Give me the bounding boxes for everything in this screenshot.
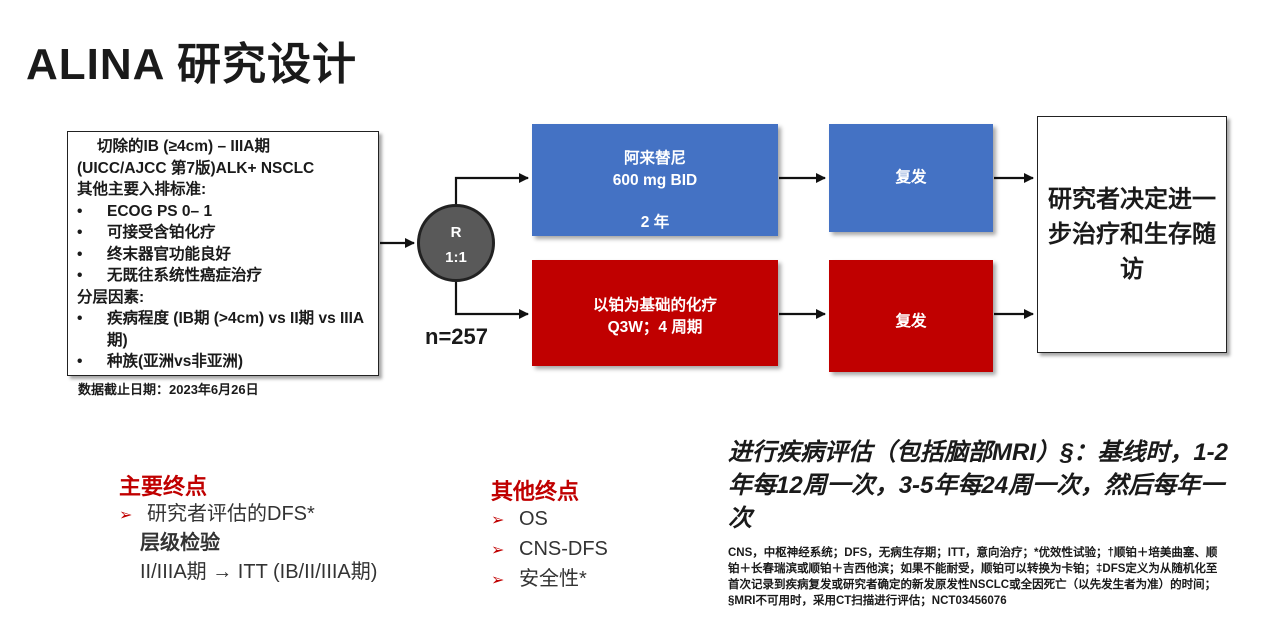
list-item: ➢ 安全性* bbox=[491, 565, 608, 595]
list-item: 疾病程度 (IB期 (>4cm) vs II期 vs IIIA期) bbox=[77, 308, 370, 351]
arrow-bullet-icon: ➢ bbox=[491, 572, 505, 589]
endpoint-text: OS bbox=[519, 508, 548, 530]
eligibility-box: 切除的IB (≥4cm) – IIIA期 (UICC/AJCC 第7版)ALK+… bbox=[67, 131, 379, 376]
arm1-followup: 复发 bbox=[829, 124, 993, 232]
hierarchical-test-text: II/IIIA期 → ITT (IB/II/IIIA期) bbox=[140, 561, 378, 583]
arm1-dose: 600 mg BID bbox=[612, 172, 698, 189]
arrow-to-arm1 bbox=[454, 173, 529, 204]
arm1-drug: 阿来替尼 bbox=[623, 150, 686, 167]
arm2-drug: 以铂为基础的化疗 bbox=[592, 297, 717, 314]
arm-chemotherapy: 以铂为基础的化疗 Q3W；4 周期 bbox=[532, 260, 778, 366]
arm2-schedule: Q3W；4 周期 bbox=[607, 319, 703, 336]
arrow-bullet-icon: ➢ bbox=[119, 507, 133, 524]
population-staging: (UICC/AJCC 第7版)ALK+ NSCLC bbox=[77, 159, 315, 177]
other-endpoints-list: ➢ OS ➢ CNS-DFS ➢ 安全性* bbox=[491, 505, 608, 595]
list-item: 种族(亚洲vs非亚洲) bbox=[77, 351, 370, 373]
list-item: ➢ CNS-DFS bbox=[491, 535, 608, 565]
data-cutoff-note: 数据截止日期：2023年6月26日 bbox=[78, 382, 259, 397]
arm2-followup: 复发 bbox=[829, 260, 993, 372]
other-endpoints-heading: 其他终点 bbox=[491, 479, 580, 504]
arm1-duration: 2 年 bbox=[640, 214, 670, 231]
primary-endpoint-heading: 主要终点 bbox=[119, 474, 208, 499]
inclusion-heading: 其他主要入排标准: bbox=[77, 181, 207, 198]
primary-endpoint-item: ➢ 研究者评估的DFS* bbox=[119, 500, 315, 530]
page-title: ALINA 研究设计 bbox=[26, 40, 358, 89]
randomization-ratio: 1:1 bbox=[445, 249, 467, 266]
list-item: ➢ OS bbox=[491, 505, 608, 535]
list-item: ECOG PS 0– 1 bbox=[77, 201, 370, 223]
list-item: 无既往系统性癌症治疗 bbox=[77, 265, 370, 287]
list-item: 终末器官功能良好 bbox=[77, 244, 370, 266]
randomization-label: R bbox=[450, 224, 462, 241]
randomization-node: R 1:1 bbox=[417, 204, 495, 282]
footnote: CNS，中枢神经系统；DFS，无病生存期；ITT，意向治疗；*优效性试验；†顺铂… bbox=[728, 547, 1218, 607]
assessment-schedule: 进行疾病评估（包括脑部MRI）§：基线时，1-2年每12周一次，3-5年每24周… bbox=[728, 439, 1229, 532]
endpoint-text: CNS-DFS bbox=[519, 538, 608, 560]
stratification-heading: 分层因素: bbox=[77, 288, 145, 306]
arm-alectinib: 阿来替尼 600 mg BID 2 年 bbox=[532, 124, 778, 236]
inclusion-list: ECOG PS 0– 1 可接受含铂化疗 终末器官功能良好 无既往系统性癌症治疗 bbox=[77, 201, 370, 287]
primary-endpoint-text: 研究者评估的DFS* bbox=[147, 503, 315, 525]
sample-size: n=257 bbox=[425, 324, 488, 349]
stratification-list: 疾病程度 (IB期 (>4cm) vs II期 vs IIIA期) 种族(亚洲v… bbox=[77, 308, 370, 373]
hierarchical-test-heading: 层级检验 bbox=[140, 532, 220, 554]
decision-box: 研究者决定进一步治疗和生存随访 bbox=[1037, 116, 1227, 353]
arrow-bullet-icon: ➢ bbox=[491, 512, 505, 529]
arrow-to-arm2 bbox=[454, 282, 529, 319]
endpoint-text: 安全性* bbox=[519, 568, 587, 590]
list-item: 可接受含铂化疗 bbox=[77, 222, 370, 244]
population-line: 切除的IB (≥4cm) – IIIA期 bbox=[97, 138, 271, 155]
arrow-bullet-icon: ➢ bbox=[491, 542, 505, 559]
